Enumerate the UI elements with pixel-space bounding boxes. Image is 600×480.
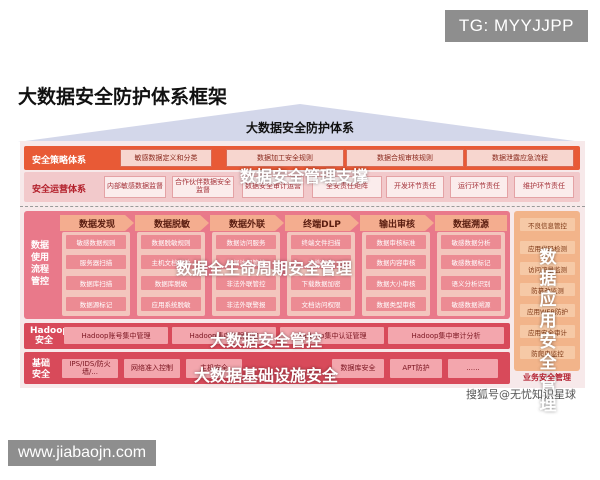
base-item: APT防护: [390, 359, 442, 378]
app-item: 应用安全审计: [520, 325, 575, 338]
hadoop-item: Hadoop集中权限管控: [172, 327, 276, 344]
operations-item: 合作伙伴数据安全监督: [172, 176, 234, 198]
policy-label: 安全策略体系: [32, 156, 87, 166]
overlay-lifecycle-title: 数据全生命周期安全管理: [176, 259, 353, 278]
hadoop-item: Hadoop集中审计分析: [388, 327, 504, 344]
policy-item: 敏感数据定义和分类: [120, 149, 212, 167]
app-item: 访问流量监测: [520, 262, 575, 275]
stage-cell: 数据大小审核: [366, 276, 426, 290]
app-item: 防篡改监测: [520, 283, 575, 296]
operations-item: 开发环节责任: [386, 176, 444, 198]
overlay-base-title: 大数据基础设施安全: [194, 366, 339, 385]
stage-cell: 数据源标记: [66, 297, 126, 311]
overlay-app-line: 安全: [539, 332, 557, 373]
stage-cell: 语义分析识别: [441, 276, 501, 290]
overlay-app-title: 数据 应用 安全 管理: [535, 248, 561, 416]
stage-cell: 数据库脱敏: [141, 276, 201, 290]
stage-header: 数据脱敏: [135, 215, 209, 231]
stage-header: 数据发现: [60, 215, 134, 231]
stage-header: 数据溯源: [435, 215, 507, 231]
app-item: 应用WEB防护: [520, 304, 575, 317]
stage-cell: 数据审核标准: [366, 235, 426, 249]
stage-cell: 敏感数据分析: [441, 235, 501, 249]
operations-item: 全安责任矩阵: [312, 176, 382, 198]
stage-cell: 非法外联管控: [216, 276, 276, 290]
base-item: 数据库安全: [332, 359, 384, 378]
stage-cell: 数据访问管控: [216, 255, 276, 269]
stage-cell: 服务器扫描: [66, 255, 126, 269]
operations-item: 维护环节责任: [514, 176, 574, 198]
stage-cell: 文档加密: [291, 255, 351, 269]
operations-label: 安全运营体系: [32, 185, 87, 195]
stage-cell: 数据内容审核: [366, 255, 426, 269]
policy-item: 数据加工安全规则: [226, 149, 344, 167]
policy-item: 数据合规审核规则: [346, 149, 464, 167]
stage-cell: 敏感数据标记: [441, 255, 501, 269]
base-label: 基础安全: [31, 359, 50, 380]
watermark-sohu: 搜狐号@无忧知识星球: [466, 388, 576, 401]
hadoop-item: Hadoop账号集中管理: [64, 327, 168, 344]
stage-cell: 敏感数据规则: [66, 235, 126, 249]
operations-item: 内部敏感数据监督: [104, 176, 166, 198]
base-item: IPS/IDS/防火墙/...: [62, 359, 118, 378]
stage-cell: 数据脱敏规则: [141, 235, 201, 249]
stage-header: 数据外联: [210, 215, 284, 231]
app-item: 防爬虫监控: [520, 346, 575, 359]
stage-cell: 主机文档脱敏: [141, 255, 201, 269]
overlay-support-title: 数据安全管理支撑: [240, 167, 369, 186]
stage-cell: 数据库扫描: [66, 276, 126, 290]
roof-shape: [18, 104, 582, 142]
base-item: 网络准入控制: [124, 359, 180, 378]
operations-item: 运行环节责任: [450, 176, 508, 198]
overlay-app-line: 管理: [539, 374, 557, 415]
stage-cell: 应用系统脱敏: [141, 297, 201, 311]
policy-row: 安全策略体系 敏感数据定义和分类 数据加工安全规则 数据合规审核规则 数据泄露应…: [24, 146, 580, 170]
page-title: 大数据安全防护体系框架: [18, 86, 228, 108]
app-item: 应用代码检测: [520, 241, 575, 254]
hadoop-label: Hadoop安全: [30, 326, 69, 346]
stage-cell: 数据类型审核: [366, 297, 426, 311]
app-security-label: 业务安全管理: [523, 373, 571, 382]
watermark-top-right: TG: MYYJJPP: [444, 10, 588, 42]
stage-header: 输出审核: [360, 215, 434, 231]
watermark-bottom-left: www.jiabaojn.com: [8, 440, 157, 466]
overlay-app-line: 应用: [539, 290, 557, 331]
lifecycle-label: 数据使用流程管控: [30, 241, 49, 287]
stage-cell: 敏感数据溯源: [441, 297, 501, 311]
hadoop-item: Hadoop集中认证管理: [280, 327, 384, 344]
app-item: 不良信息管控: [520, 218, 575, 231]
dashed-divider: [20, 206, 585, 207]
stage-cell: 非法外联警报: [216, 297, 276, 311]
stage-cell: 终端文件扫描: [291, 235, 351, 249]
operations-item: 数据安全审计运营: [242, 176, 304, 198]
base-item: ......: [448, 359, 498, 378]
overlay-app-line: 数据: [539, 248, 557, 289]
stage-header: 终端DLP: [285, 215, 359, 231]
stage-cell: 数据访问服务: [216, 235, 276, 249]
policy-item: 数据泄露应急流程: [466, 149, 574, 167]
overlay-hadoop-title: 大数据安全管控: [210, 331, 323, 350]
stage-cell: 文档访问权限: [291, 297, 351, 311]
operations-row: 安全运营体系 内部敏感数据监督 合作伙伴数据安全监督 数据安全审计运营 全安责任…: [24, 172, 580, 202]
stage-cell: 下载数据加密: [291, 276, 351, 290]
roof-title: 大数据安全防护体系: [245, 121, 354, 135]
base-item: 主机安全: [186, 359, 242, 378]
